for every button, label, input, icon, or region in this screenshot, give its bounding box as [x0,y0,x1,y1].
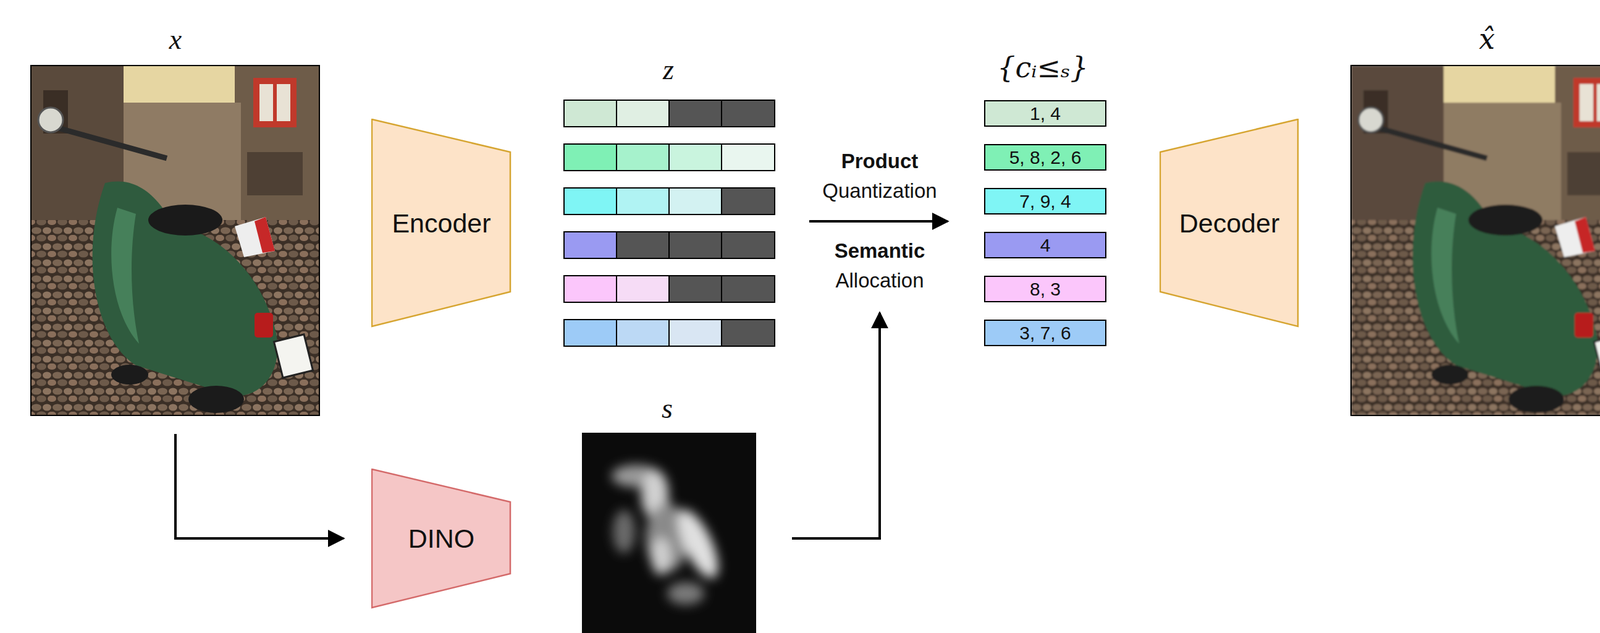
node-text: 1, 4 [1029,103,1061,125]
code-index-box: 5, 8, 2, 6 [984,143,1107,171]
node-text: 5, 8, 2, 6 [1009,147,1082,169]
operation-label: Quantization [822,179,937,203]
code-index-box: 7, 9, 4 [984,187,1107,215]
node-text: Encoder [391,208,491,239]
node-text: 7, 9, 4 [1019,190,1071,212]
image-label: x [169,22,182,56]
code-index-box: 1, 4 [984,100,1107,127]
text-holder: Encoder [391,208,491,239]
node-text: 4 [1040,234,1051,256]
reconstruction-label: x̂ [1478,22,1495,56]
text-holder: Decoder [1179,208,1280,239]
code-index-box: 8, 3 [984,275,1107,303]
node-text: 8, 3 [1029,278,1061,300]
operation-label: Allocation [835,268,924,293]
dino-block: DINO [371,468,512,609]
node-text: Decoder [1179,208,1280,239]
text-holder: 4 [1040,234,1051,256]
encoder-block: Encoder [371,118,512,328]
code-set-label: {cᵢ≤ₛ} [997,50,1089,85]
text-holder: 8, 3 [1029,278,1061,300]
node-text: DINO [408,523,476,554]
node-text: 3, 7, 6 [1019,322,1071,344]
semantic-map-label: s [661,391,673,425]
operation-label: Product [841,149,919,173]
operation-label: Semantic [834,239,926,263]
text-holder: 3, 7, 6 [1019,322,1071,344]
decoder-block: Decoder [1159,118,1300,328]
latent-label: z [662,53,674,86]
text-holder: 7, 9, 4 [1019,190,1071,212]
text-holder: DINO [408,523,476,554]
text-holder: 5, 8, 2, 6 [1009,147,1082,169]
code-index-box: 3, 7, 6 [984,319,1107,346]
text-holder: 1, 4 [1029,103,1061,125]
code-index-box: 4 [984,231,1107,259]
